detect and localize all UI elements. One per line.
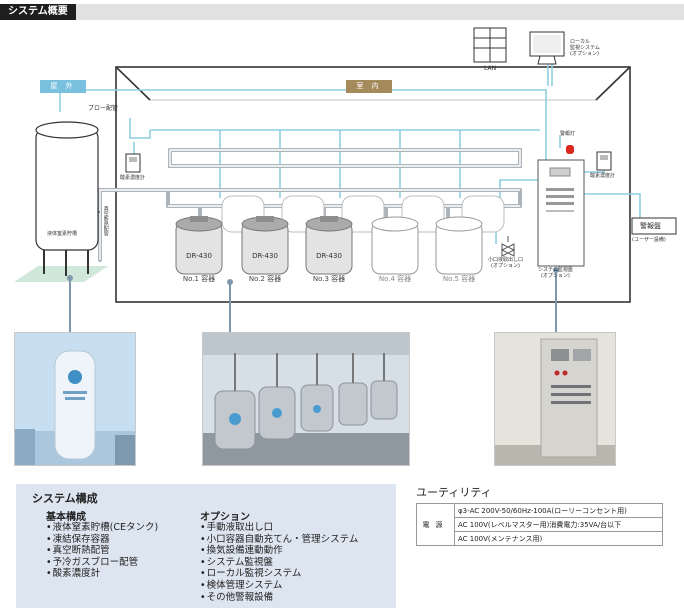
composition-title: システム構成 <box>32 492 98 505</box>
header-bar <box>0 4 684 20</box>
container-1-icon <box>175 216 223 275</box>
connector-dot-containers <box>227 279 233 285</box>
utility-value: AC 100V(レベルマスター用)消費電力:35VA/台以下 <box>454 517 663 532</box>
oxygen-meter-right-label: 酸素濃度計 <box>590 173 616 179</box>
warning-light-label: 警報灯 <box>560 131 576 137</box>
option-items: 手動液取出し口 小口容器自動充てん・管理システム 換気設備連動動作 システム監視… <box>200 522 359 604</box>
option-item: システム監視盤 <box>200 557 358 569</box>
basic-items: 液体窒素貯槽(CEタンク) 凍結保存容器 真空断熱配管 予冷ガスブロー配管 酸素… <box>46 522 159 580</box>
alarm-panel-box <box>631 217 677 235</box>
containers-photo <box>202 332 410 466</box>
option-item: 換気設備連動動作 <box>200 545 358 557</box>
basic-item: 予冷ガスブロー配管 <box>46 557 158 569</box>
local-monitor-label: ローカル 監視システム (オプション) <box>570 39 600 57</box>
page-title: システム概要 <box>0 4 76 20</box>
oxygen-meter-left-screen <box>129 157 137 162</box>
control-panel-photo-graphic <box>495 333 615 465</box>
oxygen-meter-right-icon <box>596 151 612 171</box>
connector-dot-panel <box>553 267 559 273</box>
front-containers <box>175 216 483 275</box>
tank-1-name: No.1 容器 <box>182 275 216 283</box>
room-outline <box>115 66 631 303</box>
option-item: その他警報設備 <box>200 592 358 604</box>
basic-item: 酸素濃度計 <box>46 568 158 580</box>
basic-item: 液体窒素貯槽(CEタンク) <box>46 522 159 534</box>
signal-pipes <box>59 58 641 244</box>
container-2-icon <box>241 216 289 275</box>
system-diagram: 屋 外 室 内 ブロー配管 酸素濃度計 酸素濃度計 真空断熱配管 液体窒素貯槽 … <box>0 20 684 342</box>
tank-1-model: DR-430 <box>186 252 212 260</box>
oxygen-meter-right-screen <box>600 155 608 160</box>
oxygen-meter-left-icon <box>125 153 141 173</box>
lan-server-icon <box>473 27 507 63</box>
utility-value: φ3-AC 200V-50/60Hz-100A(ローリーコンセント用) <box>454 503 663 518</box>
option-item: 手動液取出し口 <box>200 522 358 534</box>
option-title: オプション <box>200 512 250 523</box>
alarm-panel-sub-label: (ユーザー設備) <box>632 237 666 243</box>
photo-connectors <box>69 270 557 332</box>
alarm-panel-label: 警報盤 <box>640 222 661 230</box>
tank-3-model: DR-430 <box>316 252 342 260</box>
connector-dot-ce <box>67 275 73 281</box>
basic-item: 真空断熱配管 <box>46 545 158 557</box>
option-item: 検体管理システム <box>200 580 358 592</box>
diagram-drawing <box>14 27 677 332</box>
container-3-icon <box>305 216 353 275</box>
tank-5-name: No.5 容器 <box>442 275 476 283</box>
container-4-icon <box>371 216 419 275</box>
option-item: ローカル監視システム <box>200 568 358 580</box>
vacuum-pipe-label: 真空断熱配管 <box>102 206 109 236</box>
utility-row: AC 100V(メンテナンス用) <box>417 531 663 546</box>
basic-title: 基本構成 <box>46 512 86 523</box>
local-monitor-icon <box>529 31 565 65</box>
ce-tank-label: 液体窒素貯槽 <box>47 231 78 237</box>
containers-photo-graphic <box>203 333 409 465</box>
option-item: 小口容器自動充てん・管理システム <box>200 534 359 546</box>
control-panel-photo <box>494 332 616 466</box>
outdoor-badge: 屋 外 <box>40 80 86 93</box>
small-outlet-label: 小口液取出し口 (オプション) <box>488 257 524 269</box>
basic-item: 凍結保存容器 <box>46 534 158 546</box>
tank-3-name: No.3 容器 <box>312 275 346 283</box>
control-panel-label: システム監視盤 (オプション) <box>538 267 573 279</box>
system-composition-panel: システム構成 基本構成 液体窒素貯槽(CEタンク) 凍結保存容器 真空断熱配管 … <box>16 484 396 608</box>
small-outlet-valve-icon <box>500 236 516 257</box>
utility-row: 電源 φ3-AC 200V-50/60Hz-100A(ローリーコンセント用) <box>416 503 663 546</box>
ce-tank-photo <box>14 332 136 466</box>
tank-2-name: No.2 容器 <box>248 275 282 283</box>
control-panel-icon <box>537 159 585 267</box>
container-5-icon <box>435 216 483 275</box>
utility-value: AC 100V(メンテナンス用) <box>454 531 663 546</box>
warning-light-icon <box>566 145 574 154</box>
lan-label: LAN <box>484 65 497 72</box>
utility-table: 電源 φ3-AC 200V-50/60Hz-100A(ローリーコンセント用) A… <box>416 503 663 546</box>
tank-2-model: DR-430 <box>252 252 278 260</box>
tank-4-name: No.4 容器 <box>378 275 412 283</box>
utility-title: ユーティリティ <box>416 486 492 499</box>
indoor-badge: 室 内 <box>346 80 392 93</box>
ce-tank <box>35 121 100 276</box>
utility-key: 電源 <box>416 503 455 546</box>
blow-pipe-label: ブロー配管 <box>88 105 119 112</box>
oxygen-meter-left-label: 酸素濃度計 <box>120 175 146 181</box>
ce-tank-photo-graphic <box>15 333 135 465</box>
outdoor-ground <box>14 266 108 282</box>
